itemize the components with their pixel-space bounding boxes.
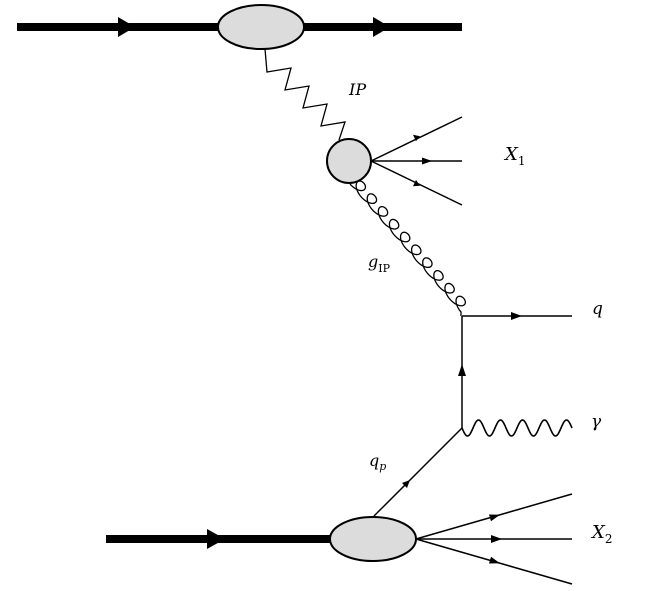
gluon-label: gIP	[368, 252, 391, 275]
quark-in-label: qp	[369, 451, 386, 473]
quark-propagator-arrow	[458, 364, 466, 376]
x1-arrow-middle	[422, 157, 432, 165]
pomeron-line	[264, 48, 346, 141]
gluon-line	[349, 180, 466, 316]
quark-in-arrow	[402, 480, 410, 488]
photon-line	[461, 419, 573, 437]
x2-arrow-upper	[489, 514, 500, 522]
pomeron-label: IP	[348, 80, 366, 99]
x2-label: X2	[590, 522, 612, 546]
photon-label: γ	[591, 412, 602, 432]
top-proton-arrow-right	[373, 17, 390, 37]
bottom-proton-arrow	[207, 529, 225, 549]
x1-label: X1	[503, 144, 525, 168]
bottom-proton-blob	[329, 516, 417, 562]
quark-out-label: q	[592, 299, 603, 319]
x2-arrow-middle	[491, 535, 502, 543]
top-proton-arrow-left	[118, 17, 135, 37]
x1-arrow-upper	[413, 134, 420, 142]
top-proton-blob	[217, 4, 305, 50]
x2-arrow-lower	[489, 556, 500, 564]
quark-in-line	[373, 427, 463, 517]
x1-arrow-lower	[413, 179, 420, 187]
quark-out-arrow	[511, 312, 522, 320]
pomeron-blob	[326, 138, 372, 184]
